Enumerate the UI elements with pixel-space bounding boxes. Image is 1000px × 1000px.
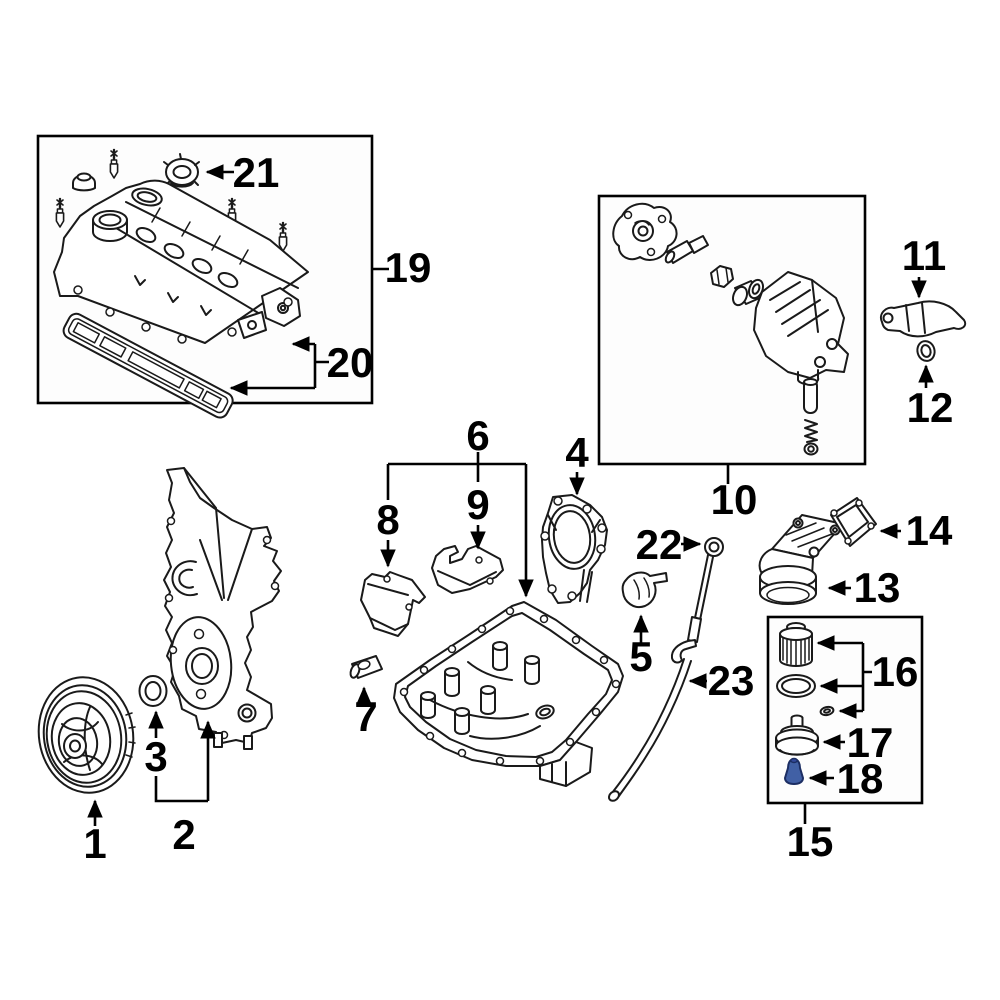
part-7-sleeve [349,655,383,679]
callout-2-label: 2 [172,811,195,858]
oil-filter-o-ring-large [776,674,816,698]
callout-7-label: 7 [354,693,377,740]
leader-20 [313,344,329,388]
timing-chain-cover [163,467,282,750]
valve-cover-grommet [72,172,96,192]
callout-21-label: 21 [233,149,280,196]
callout-9: 9 [466,481,490,550]
oil-filter-adapter [758,514,844,605]
dipstick [607,537,724,802]
leader-6-bracket [386,452,526,500]
crankshaft-front-seal [138,675,168,707]
callout-15: 15 [787,803,834,865]
callout-3-label: 3 [144,733,167,780]
callout-20-label: 20 [327,339,374,386]
callout-19: 19 [372,244,431,291]
callout-12: 12 [907,364,954,431]
relief-valve-plunger [803,378,818,414]
oil-pump-roller [732,278,764,307]
callout-21: 21 [205,149,280,196]
callout-23-label: 23 [708,657,755,704]
oil-pump-cover-plate [612,202,678,261]
callout-10: 10 [711,464,758,523]
callout-14-label: 14 [906,507,953,554]
callout-12-label: 12 [907,384,954,431]
oil-pan-baffle-left [360,571,426,637]
crankshaft-pulley [37,676,136,794]
callout-5: 5 [629,614,653,680]
callout-22-label: 22 [636,521,683,568]
oil-pan [393,601,624,787]
oil-pump-body [753,271,849,386]
callout-10-label: 10 [711,476,758,523]
callout-4: 4 [565,429,589,496]
callout-15-label: 15 [787,818,834,865]
adapter-gasket [830,497,877,547]
leader-16-bracket [861,643,872,711]
callout-8-label: 8 [376,496,399,543]
callout-17-label: 17 [847,719,894,766]
callout-22: 22 [636,521,702,568]
callout-5-label: 5 [629,633,652,680]
callout-1: 1 [83,799,107,867]
callout-7: 7 [354,686,378,740]
callout-16: 16 [816,635,919,719]
oil-filter-drain-plug-highlighted [784,757,804,785]
pickup-arm [880,300,967,338]
callout-14: 14 [879,507,953,554]
callout-4-label: 4 [565,429,589,476]
callout-20: 20 [229,336,374,396]
callout-9-label: 9 [466,481,489,528]
relief-valve-spring [804,419,818,443]
callout-13: 13 [827,564,901,611]
oil-pump-hex-coupling [710,265,734,288]
relief-valve-cap [803,442,819,456]
callout-17: 17 [822,719,894,766]
valve-cover-gasket [62,312,234,419]
oil-filter-element [779,622,813,667]
callout-2: 2 [154,720,216,858]
valve-cover-group-box [36,134,374,419]
rear-main-seal-retainer [540,494,608,604]
bracket-clamp-5 [621,571,668,608]
callout-6: 6 [386,412,534,598]
seal-ring-12 [916,340,936,362]
oil-pan-pillars [420,641,540,735]
callout-13-label: 13 [854,564,901,611]
callout-1-label: 1 [83,820,106,867]
oil-pump-group-box [597,194,867,466]
callout-3: 3 [144,710,168,780]
callout-19-label: 19 [385,244,432,291]
callout-18-label: 18 [837,755,884,802]
valve-cover [53,179,309,344]
oil-filter-cap [775,714,819,756]
callout-11-label: 11 [902,232,946,279]
callout-16-label: 16 [872,648,919,695]
callout-8: 8 [376,496,400,568]
callout-6-label: 6 [466,412,489,459]
callout-18: 18 [808,755,884,802]
oil-filler-cap [163,153,200,188]
leader-2-bracket [154,776,208,803]
oil-filter-o-ring-small [819,705,835,717]
oil-pump-shaft [664,235,709,264]
oil-pan-baffle-right [431,545,504,594]
callout-23: 23 [688,657,755,704]
callout-11: 11 [902,232,946,299]
